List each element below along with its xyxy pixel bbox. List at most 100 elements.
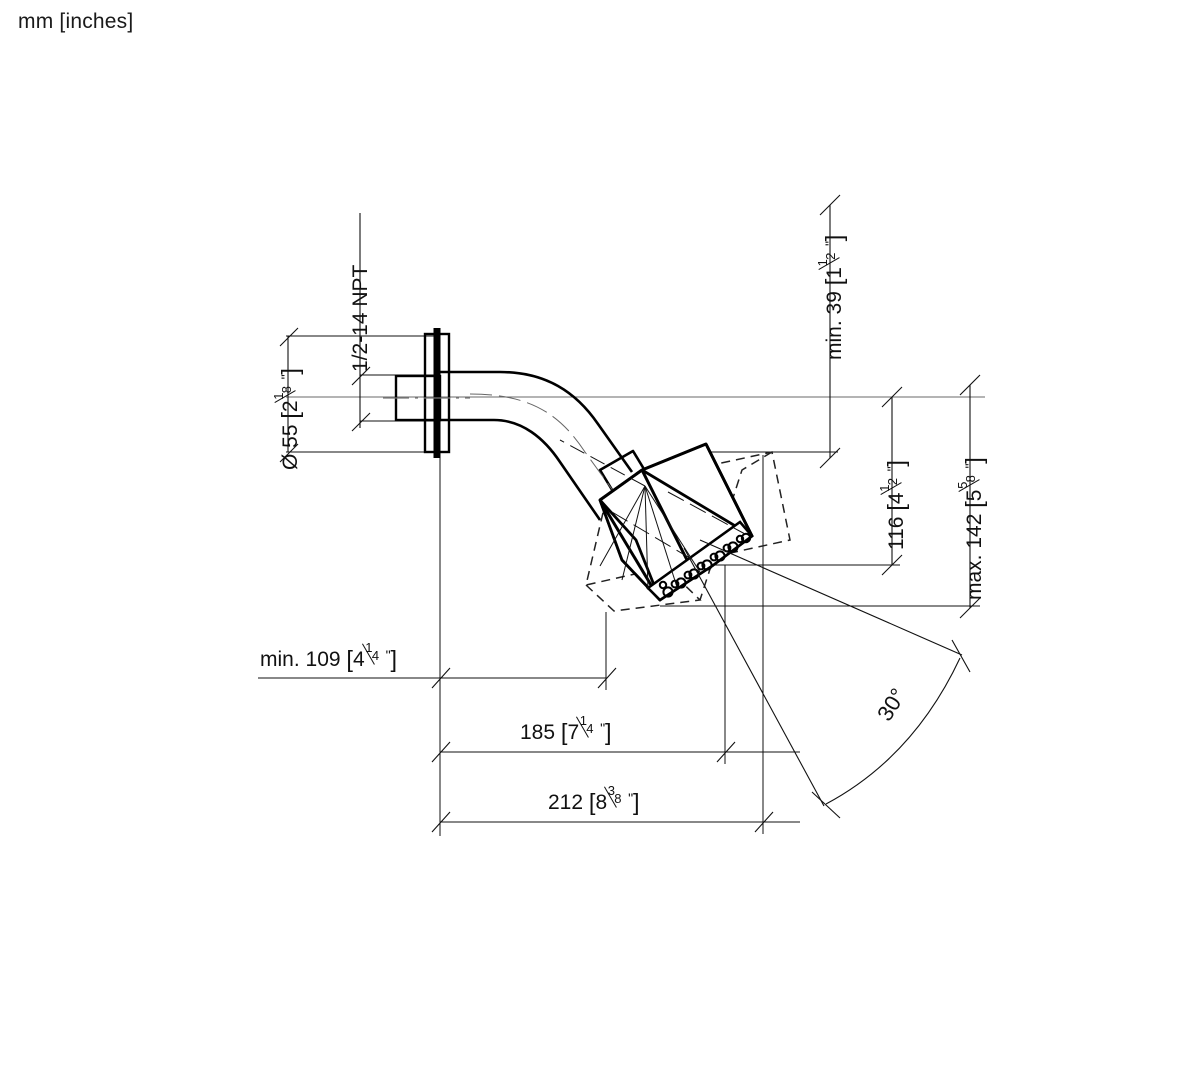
head-edge-spine xyxy=(640,469,690,563)
mid-proj-mm: 185 xyxy=(520,721,556,744)
inch-mark: " xyxy=(385,647,391,664)
dim142-tick-bottom xyxy=(959,597,981,619)
min-proj-mm: 109 xyxy=(305,648,341,671)
flange-dia-inch-whole: 2 xyxy=(279,400,302,413)
units-note: mm [inches] xyxy=(18,10,134,33)
swivel-angle-indicator xyxy=(683,539,971,819)
max-drop-mm: 142 xyxy=(963,513,986,549)
bracket-close: ] xyxy=(961,457,988,464)
bracket-open: [ xyxy=(821,278,848,286)
min109-tick-right xyxy=(597,667,617,689)
head-edge-left xyxy=(599,468,643,502)
min-proj-prefix: min. xyxy=(260,648,306,671)
bracket-open: [ xyxy=(560,719,568,746)
dim116-tick-top xyxy=(881,386,903,408)
bracket-open: [ xyxy=(277,412,304,419)
angle-tick-lower xyxy=(811,791,841,819)
flange-dia-tick-top xyxy=(279,327,299,347)
pivot-ray-2 xyxy=(621,485,646,581)
head-edge-top xyxy=(641,442,707,472)
angle-ray-upper xyxy=(699,539,963,656)
head-edge-bottom-left xyxy=(598,499,662,601)
wall-and-flange xyxy=(383,328,470,458)
bracket-close: ] xyxy=(821,234,848,242)
min109-tick-left xyxy=(431,667,451,689)
inch-mark: " xyxy=(600,720,606,737)
arm-inner-profile xyxy=(440,418,602,521)
min-drop-mm: 39 xyxy=(823,291,846,315)
min-proj-inch-whole: 4 xyxy=(352,648,365,671)
flange-escutcheon xyxy=(423,332,451,454)
pivot-radiating-lines xyxy=(559,439,746,591)
mid-drop-inch-whole: 4 xyxy=(885,492,908,505)
pivot-ray-4 xyxy=(644,485,677,585)
inlet-thread-label: 1/2-14 NPT xyxy=(349,264,372,372)
mid-drop-mm: 116 xyxy=(885,516,908,550)
bracket-open: [ xyxy=(961,501,988,508)
bracket-open: [ xyxy=(883,504,910,511)
max-proj-mm: 212 xyxy=(548,791,584,814)
showerhead-edges xyxy=(598,442,754,601)
min-drop-prefix: min. xyxy=(823,314,846,360)
inch-mark: " xyxy=(278,374,295,380)
flange-diameter-text: Ø 55 xyxy=(279,424,302,470)
max-proj-inch-whole: 8 xyxy=(595,791,608,814)
inch-mark: " xyxy=(822,240,839,247)
npt-tick-top xyxy=(351,366,371,386)
inch-mark: " xyxy=(962,463,979,469)
min39-tick-top xyxy=(819,194,841,216)
head-inner-guide-1 xyxy=(611,511,701,565)
arm-outer-profile xyxy=(440,370,634,473)
angle-ray-lower xyxy=(683,547,825,807)
arm-inner-guide xyxy=(469,393,615,493)
alt-head-body xyxy=(647,451,791,568)
npt-tick-bottom xyxy=(351,412,371,432)
dim212-tick-right xyxy=(754,811,774,833)
dim212-tick-left xyxy=(431,811,451,833)
bracket-close: ] xyxy=(604,719,612,746)
dim116-tick-bottom xyxy=(881,554,903,576)
bracket-close: ] xyxy=(883,460,910,467)
pivot-guide-6 xyxy=(559,439,646,487)
nozzle-holes xyxy=(658,532,752,598)
bracket-close: ] xyxy=(277,368,304,375)
head-inner-guide-2 xyxy=(667,491,746,535)
angle-tick-upper xyxy=(951,639,971,673)
bracket-close: ] xyxy=(390,646,398,673)
max-drop-prefix: max. xyxy=(963,548,986,600)
min-drop-inch-whole: 1 xyxy=(823,267,846,279)
dim142-tick-top xyxy=(959,374,981,396)
head-edge-right xyxy=(704,443,754,537)
max-drop-inch-whole: 5 xyxy=(963,489,986,502)
bracket-close: ] xyxy=(632,789,640,816)
dim185-tick-left xyxy=(431,741,451,763)
min39-tick-bottom xyxy=(819,447,841,469)
bracket-open: [ xyxy=(588,789,596,816)
nozzle-face xyxy=(645,520,754,602)
inch-mark: " xyxy=(628,790,634,807)
dim185-tick-right xyxy=(716,741,736,763)
inch-mark: " xyxy=(884,466,901,472)
mid-proj-inch-whole: 7 xyxy=(567,721,580,744)
bracket-open: [ xyxy=(346,646,353,673)
pivot-ray-5 xyxy=(644,485,701,573)
alt-head-lower xyxy=(585,566,702,612)
pivot-ray-3 xyxy=(644,485,649,591)
flange-dia-tick-bottom xyxy=(279,443,299,463)
pivot-ray-1 xyxy=(599,485,646,567)
